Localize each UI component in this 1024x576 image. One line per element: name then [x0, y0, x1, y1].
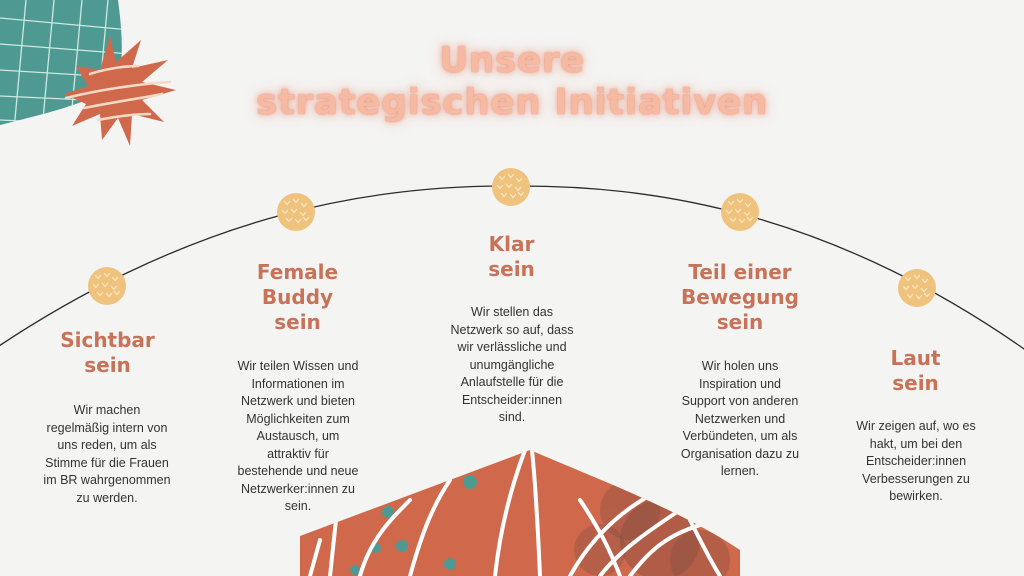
milestone-dot-5 — [898, 269, 936, 307]
title-line-2: strategischen Initiativen — [255, 82, 769, 123]
initiative-title-sichtbar: Sichtbar sein — [60, 328, 155, 377]
milestone-dot-3 — [492, 168, 530, 206]
abstract-rust-shape-decoration — [300, 450, 740, 576]
title-line-1: Unsere — [439, 40, 585, 81]
milestone-dot-1 — [88, 267, 126, 305]
starburst-icon — [64, 36, 176, 146]
milestone-dot-4 — [721, 193, 759, 231]
milestone-dot-2 — [277, 193, 315, 231]
slide-title: Unsere strategischen Initiativen — [0, 40, 1024, 124]
